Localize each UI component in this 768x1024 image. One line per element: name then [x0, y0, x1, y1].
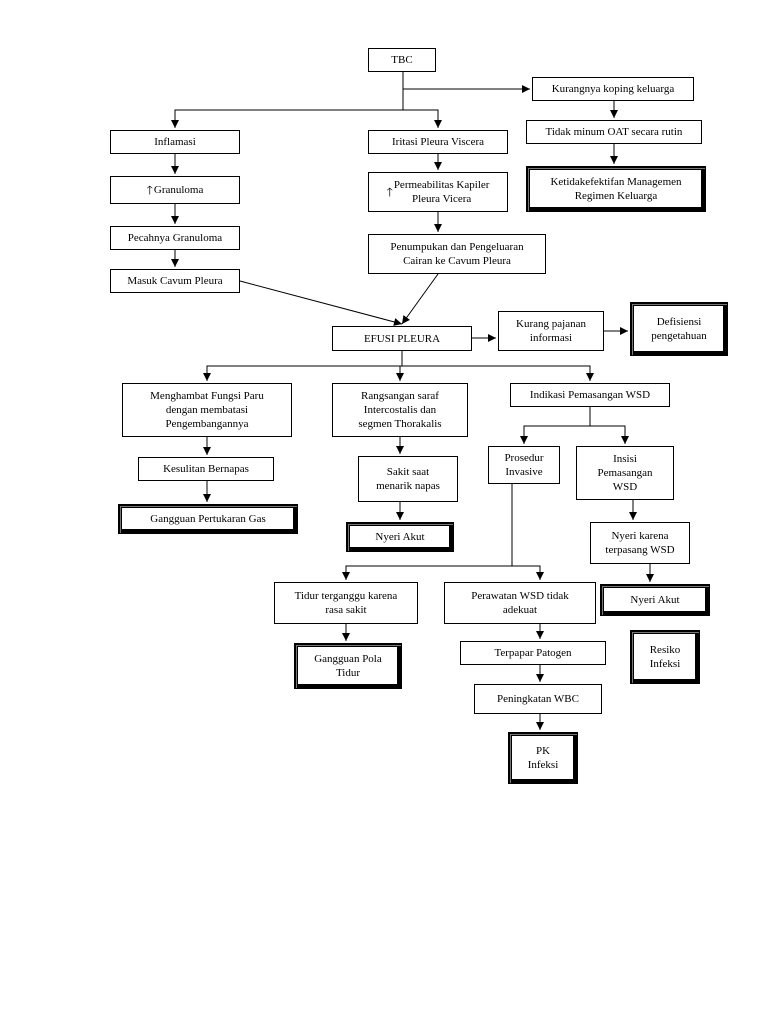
arrowhead-icon: [610, 156, 618, 164]
arrowhead-icon: [396, 512, 404, 520]
arrowhead-icon: [396, 373, 404, 381]
arrowhead-icon: [488, 334, 496, 342]
arrowhead-icon: [620, 327, 628, 335]
up-arrow-icon: 🡑: [386, 185, 393, 199]
node-indikasi-wsd: Indikasi Pemasangan WSD: [510, 383, 670, 407]
node-peningkatan-wbc: Peningkatan WBC: [474, 684, 602, 714]
arrowhead-icon: [171, 166, 179, 174]
edge-tbc-to-iritasi_pleura: [402, 72, 439, 128]
edge-tbc-to-inflamasi: [174, 72, 404, 128]
arrowhead-icon: [203, 494, 211, 502]
edge-indikasi_wsd-to-prosedur_invasive: [523, 407, 591, 444]
node-efusi-pleura: EFUSI PLEURA: [332, 326, 472, 351]
edge-efusi_pleura-to-indikasi_wsd: [401, 351, 591, 381]
granuloma-label: Granuloma: [153, 184, 204, 196]
node-perawatan-wsd: Perawatan WSD tidak adekuat: [444, 582, 596, 624]
arrowhead-icon: [342, 633, 350, 641]
edge-indikasi_wsd-to-insisi: [589, 407, 626, 444]
arrowhead-icon: [396, 446, 404, 454]
arrowhead-icon: [629, 512, 637, 520]
node-tbc: TBC: [368, 48, 436, 72]
node-resiko-infeksi: Resiko Infeksi: [630, 630, 700, 684]
node-penumpukan: Penumpukan dan Pengeluaran Cairan ke Cav…: [368, 234, 546, 274]
node-gangguan-pertukaran: Gangguan Pertukaran Gas: [118, 504, 298, 534]
arrowhead-icon: [536, 722, 544, 730]
node-kesulitan-bernapas: Kesulitan Bernapas: [138, 457, 274, 481]
arrowhead-icon: [536, 631, 544, 639]
arrowhead-icon: [171, 216, 179, 224]
up-arrow-icon: 🡑: [146, 183, 153, 197]
node-defisiensi: Defisiensi pengetahuan: [630, 302, 728, 356]
arrowhead-icon: [203, 447, 211, 455]
node-tidur-terganggu: Tidur terganggu karena rasa sakit: [274, 582, 418, 624]
arrowhead-icon: [536, 674, 544, 682]
node-pecahnya-granuloma: Pecahnya Granuloma: [110, 226, 240, 250]
node-rangsangan-saraf: Rangsangan saraf Intercostalis dan segme…: [332, 383, 468, 437]
arrowhead-icon: [342, 572, 350, 580]
node-gangguan-pola: Gangguan Pola Tidur: [294, 643, 402, 689]
node-menghambat: Menghambat Fungsi Paru dengan membatasi …: [122, 383, 292, 437]
arrowhead-icon: [522, 85, 530, 93]
node-kurangnya-koping: Kurangnya koping keluarga: [532, 77, 694, 101]
arrowhead-icon: [646, 574, 654, 582]
node-ketidakefektifan: Ketidakefektifan Managemen Regimen Kelua…: [526, 166, 706, 212]
arrowhead-icon: [203, 373, 211, 381]
arrowhead-icon: [434, 224, 442, 232]
arrowhead-icon: [434, 162, 442, 170]
arrowhead-icon: [171, 259, 179, 267]
edge-efusi_pleura-to-menghambat: [206, 351, 403, 381]
arrowhead-icon: [402, 315, 410, 324]
edge-tbc-to-kurangnya_koping: [402, 72, 530, 90]
node-kurang-pajanan: Kurang pajanan informasi: [498, 311, 604, 351]
arrowhead-icon: [621, 436, 629, 444]
arrowhead-icon: [393, 318, 402, 326]
node-prosedur-invasive: Prosedur Invasive: [488, 446, 560, 484]
edge-masuk_cavum-to-efusi_pleura: [239, 280, 403, 325]
arrowhead-icon: [586, 373, 594, 381]
node-nyeri-akut-1: Nyeri Akut: [346, 522, 454, 552]
node-nyeri-karena: Nyeri karena terpasang WSD: [590, 522, 690, 564]
node-permeabilitas: 🡑Permeabilitas Kapiler Pleura Vicera: [368, 172, 508, 212]
arrowhead-icon: [536, 572, 544, 580]
node-sakit-saat: Sakit saat menarik napas: [358, 456, 458, 502]
node-pk-infeksi: PK Infeksi: [508, 732, 578, 784]
node-tidak-minum-oat: Tidak minum OAT secara rutin: [526, 120, 702, 144]
edge-prosedur_invasive-to-perawatan_wsd: [511, 484, 541, 580]
node-terpapar: Terpapar Patogen: [460, 641, 606, 665]
arrowhead-icon: [610, 110, 618, 118]
node-iritasi-pleura: Iritasi Pleura Viscera: [368, 130, 508, 154]
arrowhead-icon: [171, 120, 179, 128]
permeabilitas-label: Permeabilitas Kapiler Pleura Vicera: [393, 179, 490, 205]
edge-penumpukan-to-efusi_pleura: [401, 273, 439, 325]
node-granuloma: 🡑Granuloma: [110, 176, 240, 204]
node-insisi: Insisi Pemasangan WSD: [576, 446, 674, 500]
arrowhead-icon: [520, 436, 528, 444]
node-nyeri-akut-2: Nyeri Akut: [600, 584, 710, 616]
node-inflamasi: Inflamasi: [110, 130, 240, 154]
arrowhead-icon: [434, 120, 442, 128]
node-masuk-cavum: Masuk Cavum Pleura: [110, 269, 240, 293]
